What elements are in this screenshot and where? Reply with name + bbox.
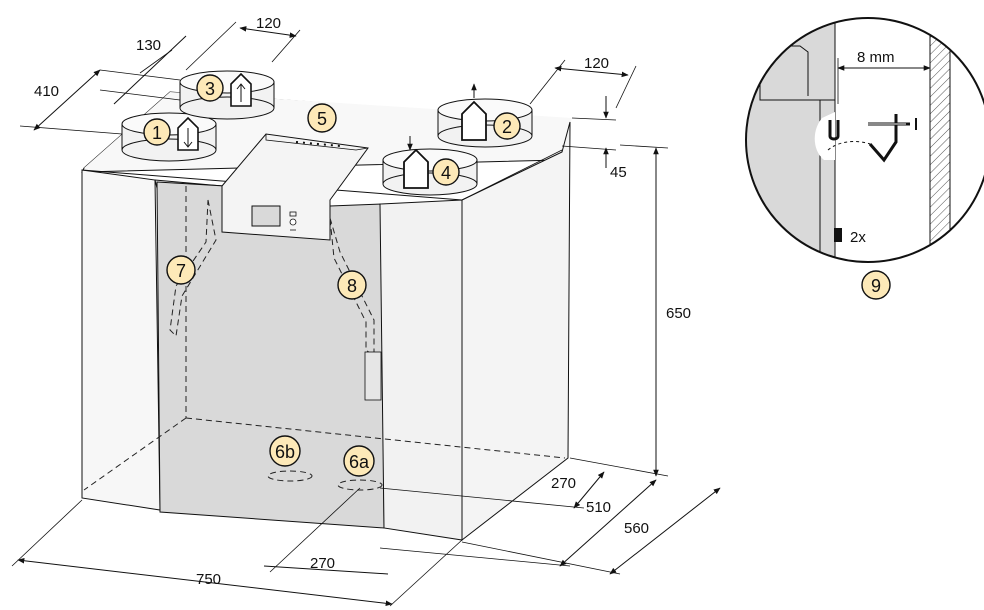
callout-9: 9: [861, 270, 891, 300]
filter-left: [169, 199, 217, 338]
dim-duct-spacing-right: 120: [584, 55, 609, 72]
dim-bottom-offset: 270: [551, 475, 576, 492]
svg-text:4: 4: [441, 163, 451, 183]
duct-4: [382, 148, 478, 196]
dim-depth: 560: [624, 520, 649, 537]
svg-text:3: 3: [205, 79, 215, 99]
dim-top-offset: 45: [610, 164, 627, 181]
callout-2: 2: [493, 112, 521, 140]
wall-mount-detail: 8 mm 2x: [745, 17, 984, 263]
right-side-panel: [461, 121, 571, 542]
callout-6b: 6b: [269, 435, 301, 467]
dim-depth-inner-offset: 270: [310, 555, 335, 572]
dim-height: 650: [666, 305, 691, 322]
duct-3: [179, 70, 275, 120]
svg-text:6b: 6b: [275, 442, 295, 462]
svg-text:1: 1: [152, 123, 162, 143]
bracket-count: 2x: [850, 229, 866, 246]
display-screen: [251, 205, 281, 227]
dim-duct-spacing-top: 120: [256, 15, 281, 32]
svg-text:7: 7: [176, 261, 186, 281]
callout-7: 7: [166, 255, 196, 285]
svg-text:9: 9: [871, 276, 881, 296]
callout-6a: 6a: [343, 445, 375, 477]
callout-5: 5: [307, 103, 337, 133]
svg-text:8: 8: [347, 276, 357, 296]
svg-text:5: 5: [317, 109, 327, 129]
dim-duct-offset: 130: [136, 37, 161, 54]
callout-1: 1: [143, 118, 171, 146]
wall-hatch: [929, 18, 951, 262]
svg-text:6a: 6a: [349, 452, 370, 472]
callout-8: 8: [337, 270, 367, 300]
dim-duct-depth: 410: [34, 83, 59, 100]
dim-depth-inner: 510: [586, 499, 611, 516]
control-button: [289, 218, 297, 226]
dimension-lines: [11, 21, 721, 607]
left-side-panel: [81, 169, 161, 511]
hook-icon: [828, 120, 840, 141]
house-outline-icon-2: [461, 100, 487, 141]
bracket-icon: [868, 114, 898, 163]
svg-text:2: 2: [502, 117, 512, 137]
dim-wall-gap: 8 mm: [857, 49, 895, 66]
callout-4: 4: [432, 158, 460, 186]
dim-width: 750: [196, 571, 221, 588]
unit-housing: [81, 70, 572, 542]
callout-3: 3: [196, 74, 224, 102]
house-outline-icon-4: [403, 148, 429, 189]
